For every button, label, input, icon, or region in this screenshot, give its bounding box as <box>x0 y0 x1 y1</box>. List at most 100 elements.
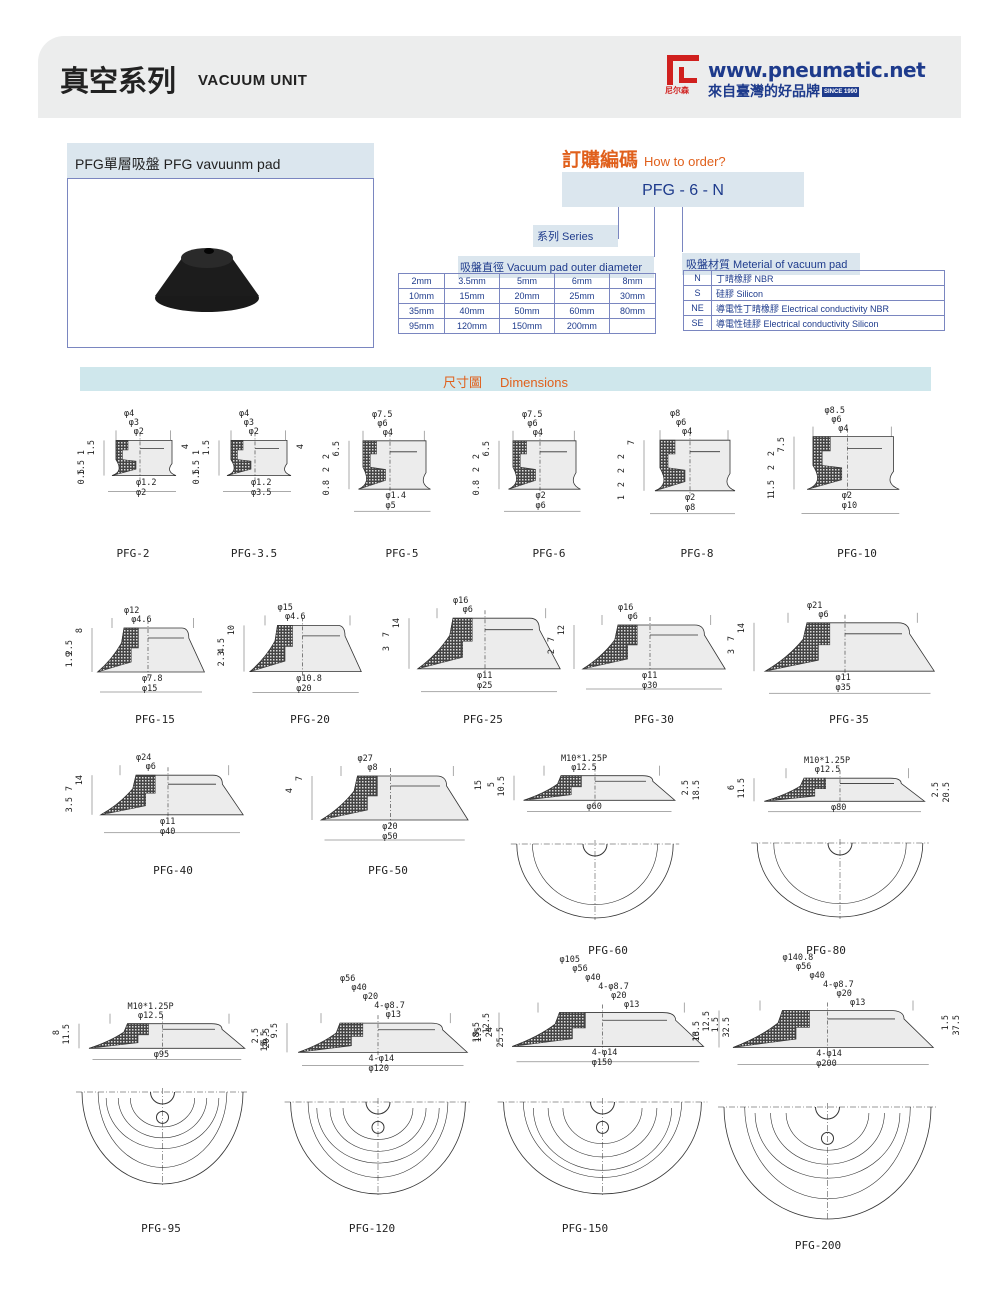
hatched-rubber <box>523 775 582 801</box>
dim-top: φ4 <box>124 409 135 420</box>
diameter-cell: 8mm <box>608 273 657 289</box>
dim-top: φ12.5 <box>571 762 597 773</box>
diameter-cell: 120mm <box>444 318 501 334</box>
section-view <box>311 766 469 841</box>
dim-top: M10*1.25P <box>561 753 608 764</box>
section-view <box>510 765 680 920</box>
order-title-en: How to order? <box>644 154 726 169</box>
hatched-rubber <box>582 624 638 670</box>
diameter-cell: 150mm <box>499 318 555 334</box>
dimensions-title-en: Dimensions <box>500 375 568 390</box>
hatched-rubber <box>298 1022 364 1053</box>
dim-left: 5 <box>487 782 497 788</box>
order-title-zh: 訂購編碼 <box>562 150 639 171</box>
dim-bottom: φ200 <box>816 1059 837 1070</box>
dim-left: 10 <box>227 625 237 636</box>
diameter-cell: 80mm <box>608 303 657 319</box>
dim-top: φ20 <box>611 990 627 1001</box>
dim-left: 12.5 <box>482 1012 492 1034</box>
dim-bottom: 4-φ14 <box>591 1048 618 1059</box>
hatched-rubber <box>226 440 252 476</box>
dim-top: φ24 <box>136 753 152 764</box>
vacuum-pad-image <box>155 248 259 312</box>
dim-left: 2 <box>547 649 557 655</box>
dim-right: 37.5 <box>952 1014 962 1035</box>
since-badge: SINCE 1990 <box>822 87 860 98</box>
dim-top: φ16 <box>618 603 634 613</box>
dim-top: φ40 <box>351 983 367 994</box>
dim-left: 14 <box>392 618 402 629</box>
dim-left: 2 <box>322 467 332 473</box>
dim-top: φ4.6 <box>131 615 152 625</box>
drawing-label: PFG-15 <box>135 713 175 726</box>
dim-top: φ3 <box>243 418 255 429</box>
section-view <box>76 1013 249 1186</box>
hatched-rubber <box>654 439 686 492</box>
dim-bottom: φ1.4 <box>385 491 406 502</box>
dim-left: 2 <box>767 465 777 471</box>
dim-left: 7 <box>547 637 557 643</box>
dim-bottom: φ80 <box>831 803 847 814</box>
section-view <box>573 615 726 690</box>
dim-right: 2.5 <box>931 782 941 798</box>
section-view <box>643 430 736 515</box>
dim-bottom: φ6 <box>535 501 546 512</box>
dim-top: φ12.5 <box>814 765 841 776</box>
dim-bottom: φ35 <box>835 683 851 694</box>
dim-right: 2.5 <box>681 779 691 796</box>
dim-top: 4-φ8.7 <box>374 1001 405 1012</box>
dimensions-banner: 尺寸圖 Dimensions <box>80 367 931 391</box>
dim-top: φ140.8 <box>782 952 814 963</box>
dim-top: φ2 <box>133 427 144 438</box>
section-view <box>348 430 431 512</box>
dim-left: 4 <box>285 788 295 794</box>
dim-top: φ7.5 <box>372 409 393 420</box>
dimensions-title-zh: 尺寸圖 <box>443 375 483 390</box>
material-desc: 導電性硅膠 Electrical conductivity Silicon <box>711 315 945 331</box>
dim-left: 3.5 <box>65 796 75 813</box>
dim-top: φ40 <box>585 972 601 983</box>
dim-left: 8 <box>75 628 85 634</box>
diameter-cell: 200mm <box>553 318 610 334</box>
drawing-label: PFG-60 <box>588 944 628 957</box>
dim-right: 4 <box>181 444 191 450</box>
section-view <box>284 1013 472 1196</box>
diameter-cell: 10mm <box>397 288 446 304</box>
dim-top: φ27 <box>357 754 373 764</box>
dim-right: 15 <box>474 780 484 791</box>
hatched-rubber <box>321 775 378 821</box>
drawing-label: PFG-2 <box>116 547 150 560</box>
section-view <box>218 430 292 492</box>
dim-top: φ4 <box>532 427 544 438</box>
dim-top: φ56 <box>796 961 812 972</box>
dim-top: φ8.5 <box>824 405 845 416</box>
dim-top: 4-φ8.7 <box>823 979 854 990</box>
dim-bottom: φ25 <box>477 680 493 691</box>
dim-bottom: φ11 <box>835 673 851 684</box>
drawing-label: PFG-3.5 <box>230 547 278 560</box>
dim-top: φ4 <box>838 423 849 434</box>
dim-top: φ4 <box>682 427 693 438</box>
dim-bottom: φ30 <box>642 681 658 691</box>
dim-right: 18.5 <box>692 779 702 801</box>
plan-view <box>284 1098 472 1196</box>
dim-left: 2 <box>472 454 482 460</box>
dim-left: 0.8 <box>322 480 332 496</box>
dim-left: 1 <box>192 450 202 456</box>
dim-top: 4-φ8.7 <box>598 981 629 992</box>
slogan-text: 來自臺灣的好品牌 <box>708 83 820 99</box>
dim-top: φ6 <box>377 418 388 429</box>
product-photo <box>67 178 374 348</box>
dim-top: φ20 <box>362 992 379 1003</box>
